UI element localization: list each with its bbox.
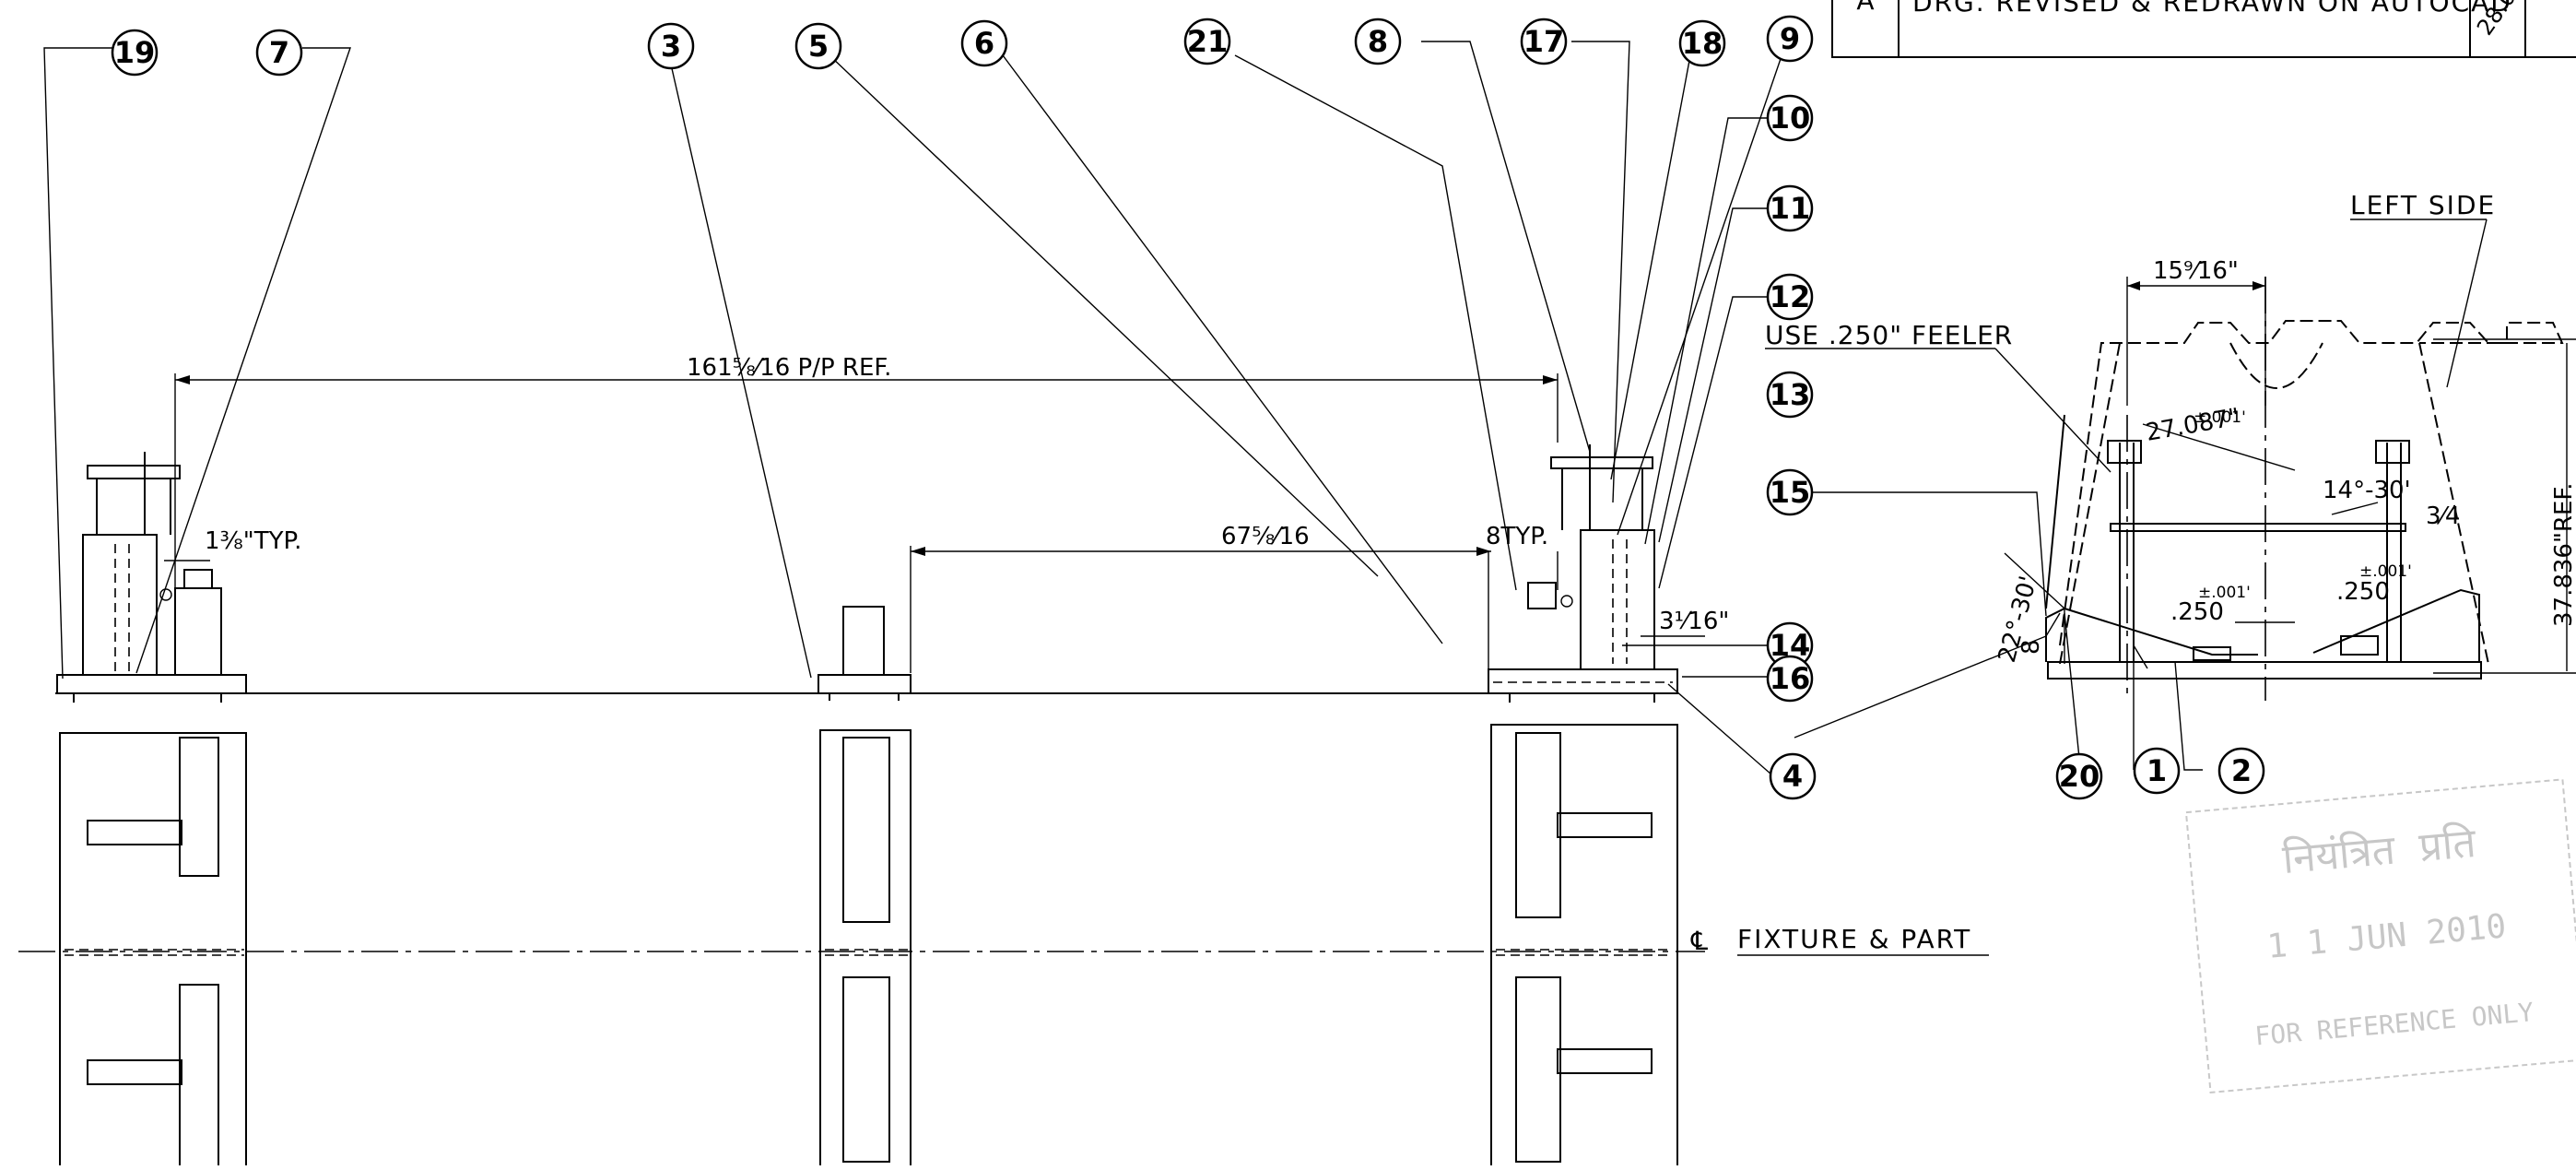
left-side-view <box>2004 277 2576 701</box>
dim-offset-316: 3⅟16" <box>1659 608 1729 635</box>
svg-text:15: 15 <box>1770 475 1811 510</box>
svg-text:20: 20 <box>2059 759 2100 794</box>
svg-text:4: 4 <box>1782 759 1803 794</box>
balloon-16: 16 <box>1766 655 1814 703</box>
left-fixture-plan <box>59 732 247 1170</box>
dim-overall-pp: 161⅝⁄16 P/P REF. <box>687 354 891 382</box>
reference-stamp: नियंत्रित प्रति 1 1 JUN 2010 FOR REFEREN… <box>2184 778 2576 1094</box>
svg-text:18: 18 <box>1682 26 1723 61</box>
revision-block: A DRG. REVISED & REDRAWN ON AUTOCAD 28.0 <box>1831 0 2576 58</box>
balloon-13: 13 <box>1766 371 1814 419</box>
svg-text:1: 1 <box>2147 753 2167 788</box>
dim-side-37: 37.836"REF. <box>2550 483 2576 627</box>
svg-text:10: 10 <box>1770 100 1811 136</box>
balloon-8: 8 <box>1354 18 1402 65</box>
balloon-10: 10 <box>1766 94 1814 142</box>
dim-angle-1430: 14°-30' <box>2323 477 2411 504</box>
svg-text:11: 11 <box>1770 191 1811 226</box>
balloon-1: 1 <box>2133 747 2181 795</box>
balloon-21: 21 <box>1183 18 1231 65</box>
balloon-20: 20 <box>2055 752 2103 800</box>
left-fixture-elevation <box>56 452 247 703</box>
middle-block-elevation <box>817 606 912 701</box>
right-fixture-elevation <box>1488 444 1678 703</box>
elevation-dimensions <box>164 373 1705 673</box>
balloon-leaders <box>43 41 2203 775</box>
balloon-6: 6 <box>960 19 1008 67</box>
dim-typ-left: 1⅜"TYP. <box>205 527 301 555</box>
dim-8: 8 <box>2017 639 2045 655</box>
svg-text:8: 8 <box>1368 24 1388 59</box>
svg-text:17: 17 <box>1523 24 1565 59</box>
balloon-5: 5 <box>794 22 842 70</box>
stamp-line-2: 1 1 JUN 2010 <box>2265 907 2508 966</box>
dim-frac-34: 3⁄4 <box>2426 502 2460 530</box>
dim-tol-c: ±.001' <box>2198 584 2251 602</box>
stamp-line-1: नियंत्रित प्रति <box>2281 820 2479 883</box>
middle-block-plan <box>819 729 912 1169</box>
dim-tol-a: ±.001' <box>2194 408 2246 427</box>
balloon-11: 11 <box>1766 184 1814 232</box>
dim-250-right: .250 <box>2336 578 2390 606</box>
svg-text:6: 6 <box>974 26 994 61</box>
svg-text:12: 12 <box>1770 279 1811 314</box>
dim-width-1516: 15⁹⁄16" <box>2153 257 2239 285</box>
balloon-2: 2 <box>2217 747 2265 795</box>
balloon-15: 15 <box>1766 468 1814 516</box>
dim-tol-b: ±.001' <box>2359 562 2412 581</box>
dim-typ-8: 8TYP. <box>1486 523 1548 550</box>
svg-text:7: 7 <box>269 35 289 70</box>
svg-text:16: 16 <box>1770 661 1811 696</box>
balloon-9: 9 <box>1766 15 1814 63</box>
svg-text:9: 9 <box>1780 21 1800 56</box>
feeler-note: USE .250" FEELER <box>1765 320 2013 350</box>
svg-text:21: 21 <box>1187 24 1229 59</box>
stamp-line-3: FOR REFERENCE ONLY <box>2253 997 2535 1051</box>
svg-text:2: 2 <box>2231 753 2252 788</box>
svg-text:3: 3 <box>661 29 681 64</box>
right-fixture-plan <box>1490 724 1678 1168</box>
revision-letter: A <box>1856 0 1874 16</box>
left-side-label: LEFT SIDE <box>2350 190 2496 220</box>
balloon-3: 3 <box>647 22 695 70</box>
fixture-part-note: FIXTURE & PART <box>1737 924 1971 954</box>
balloon-4: 4 <box>1769 752 1817 800</box>
centerline-symbol: ℄ <box>1690 926 1708 956</box>
revision-description: DRG. REVISED & REDRAWN ON AUTOCAD <box>1912 0 2512 18</box>
balloon-19: 19 <box>111 29 159 77</box>
balloon-7: 7 <box>255 29 303 77</box>
dim-250-center: .250 <box>2170 598 2224 626</box>
svg-text:13: 13 <box>1770 377 1811 412</box>
balloon-18: 18 <box>1678 19 1726 67</box>
svg-text:5: 5 <box>808 29 829 64</box>
balloon-17: 17 <box>1520 18 1568 65</box>
balloon-12: 12 <box>1766 273 1814 321</box>
dim-span-center: 67⅝⁄16 <box>1221 523 1310 550</box>
svg-text:19: 19 <box>114 35 156 70</box>
